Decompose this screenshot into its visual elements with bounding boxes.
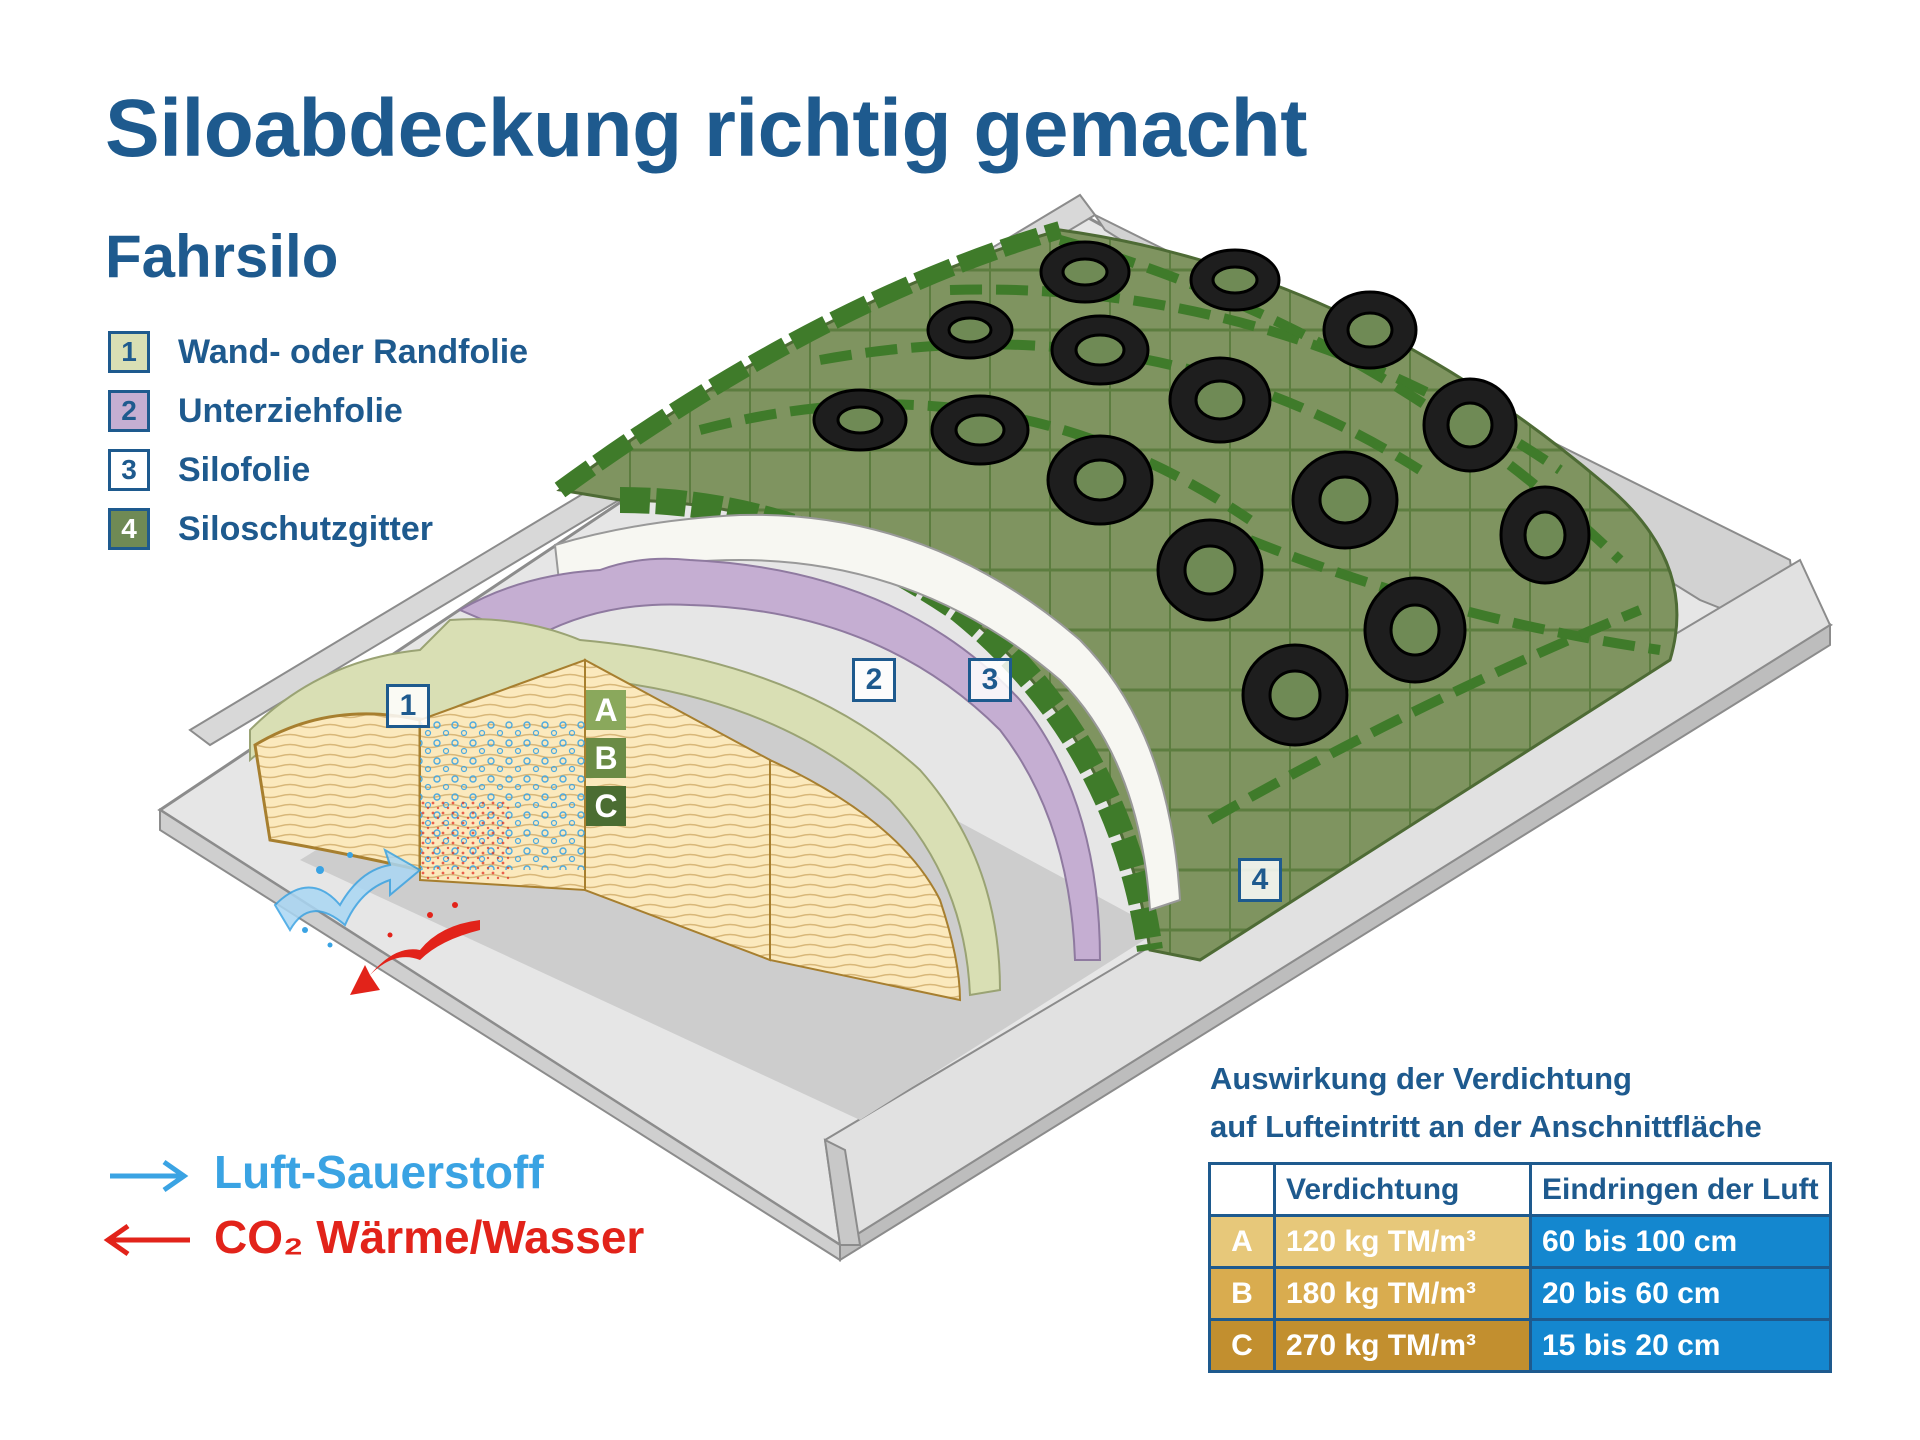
- row-zone: C: [1208, 1318, 1276, 1373]
- diagram-label-3: 3: [968, 658, 1012, 702]
- row-zone: A: [1208, 1214, 1276, 1269]
- table-row: C 270 kg TM/m³ 15 bis 20 cm: [1208, 1318, 1832, 1373]
- legend-swatch-1: 1: [108, 331, 150, 373]
- table-row: A 120 kg TM/m³ 60 bis 100 cm: [1208, 1214, 1832, 1269]
- legend-swatch-2: 2: [108, 390, 150, 432]
- table-title-line-2: auf Lufteintritt an der Anschnittfläche: [1210, 1109, 1762, 1144]
- diagram-label-2: 2: [852, 658, 896, 702]
- row-density: 180 kg TM/m³: [1273, 1266, 1532, 1321]
- table-title: Auswirkung der Verdichtung auf Lufteintr…: [1210, 1055, 1762, 1151]
- compaction-table: Verdichtung Eindringen der Luft A 120 kg…: [1208, 1162, 1832, 1373]
- layer-legend: 1 Wand- oder Randfolie 2 Unterziehfolie …: [108, 330, 528, 566]
- air-flow-legend: Luft-Sauerstoff: [108, 1145, 544, 1199]
- underlay-film: [457, 557, 1102, 961]
- table-title-line-1: Auswirkung der Verdichtung: [1210, 1061, 1632, 1096]
- legend-label-4: Siloschutzgitter: [178, 509, 434, 548]
- header-penetration: Eindringen der Luft: [1529, 1162, 1832, 1217]
- legend-label-1: Wand- oder Randfolie: [178, 332, 529, 371]
- zone-label-b: B: [586, 738, 626, 778]
- table-row: B 180 kg TM/m³ 20 bis 60 cm: [1208, 1266, 1832, 1321]
- legend-item-3: 3 Silofolie: [108, 448, 528, 492]
- diagram-label-4: 4: [1238, 858, 1282, 902]
- row-penetration: 60 bis 100 cm: [1529, 1214, 1832, 1269]
- page-title: Siloabdeckung richtig gemacht: [105, 83, 1308, 174]
- legend-co2-arrow-icon: [103, 1223, 190, 1257]
- legend-item-1: 1 Wand- oder Randfolie: [108, 330, 528, 374]
- legend-swatch-3: 3: [108, 449, 150, 491]
- air-flow-arrow: [273, 847, 422, 948]
- legend-swatch-4: 4: [108, 508, 150, 550]
- page-subtitle: Fahrsilo: [105, 223, 339, 290]
- row-density: 120 kg TM/m³: [1273, 1214, 1532, 1269]
- header-zone: [1208, 1162, 1276, 1217]
- table-header-row: Verdichtung Eindringen der Luft: [1208, 1162, 1832, 1217]
- diagram-label-1: 1: [386, 684, 430, 728]
- co2-flow-label: CO₂ Wärme/Wasser: [214, 1211, 645, 1263]
- co2-flow-legend: CO₂ Wärme/Wasser: [108, 1210, 644, 1264]
- legend-item-2: 2 Unterziehfolie: [108, 389, 528, 433]
- header-density: Verdichtung: [1273, 1162, 1532, 1217]
- air-flow-label: Luft-Sauerstoff: [214, 1146, 544, 1198]
- co2-flow-arrow: [350, 902, 480, 995]
- legend-air-arrow-icon: [110, 1159, 189, 1193]
- row-penetration: 20 bis 60 cm: [1529, 1266, 1832, 1321]
- row-density: 270 kg TM/m³: [1273, 1318, 1532, 1373]
- row-zone: B: [1208, 1266, 1276, 1321]
- zone-label-a: A: [586, 690, 626, 730]
- zone-label-c: C: [586, 786, 626, 826]
- legend-item-4: 4 Siloschutzgitter: [108, 507, 528, 551]
- legend-label-3: Silofolie: [178, 450, 311, 489]
- row-penetration: 15 bis 20 cm: [1529, 1318, 1832, 1373]
- silo-film: [553, 513, 1182, 912]
- silage-cross-section: [253, 658, 962, 1002]
- legend-label-2: Unterziehfolie: [178, 391, 403, 430]
- tyre-weights: [812, 240, 1591, 747]
